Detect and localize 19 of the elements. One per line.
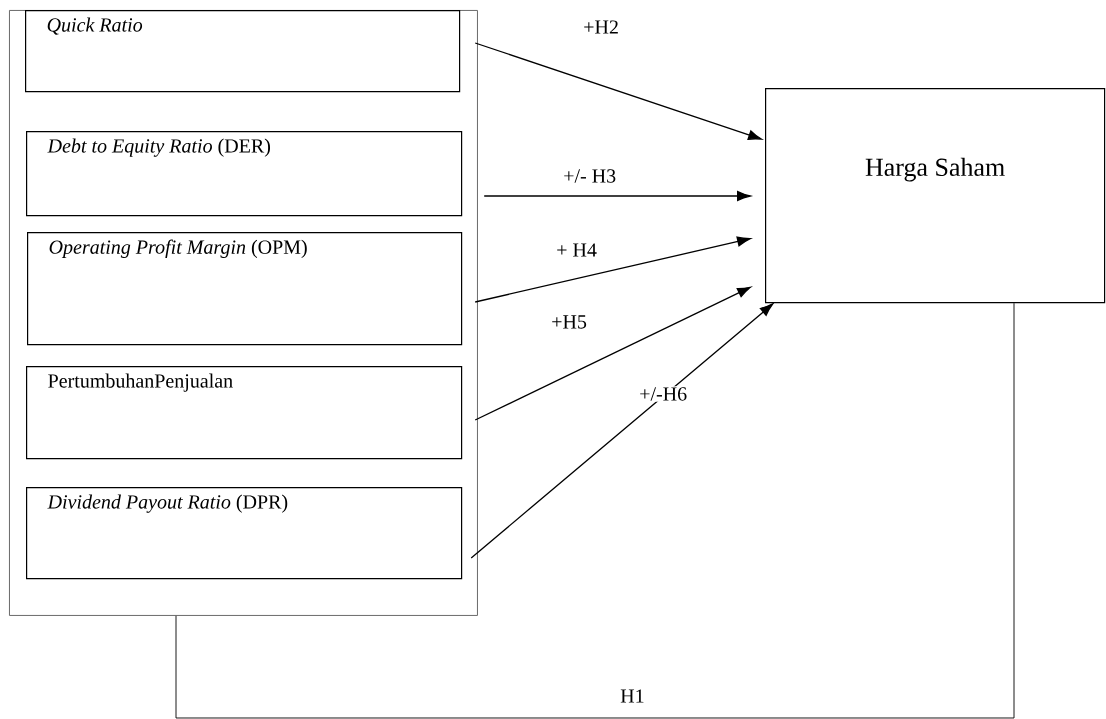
variable-box: PertumbuhanPenjualan xyxy=(26,366,463,460)
arrow xyxy=(474,236,751,303)
arrow xyxy=(474,42,762,140)
arrow xyxy=(474,286,752,421)
variable-box: Dividend Payout Ratio (DPR) xyxy=(26,487,463,580)
group-frame xyxy=(9,10,478,616)
arrow xyxy=(470,303,774,559)
arrow xyxy=(483,190,751,202)
connector-line xyxy=(175,302,1015,719)
edge-label: +H5 xyxy=(550,314,588,330)
edge-label: H1 xyxy=(619,688,646,704)
edge-label: +/-H6 xyxy=(638,386,689,402)
edge-label: +/- H3 xyxy=(562,168,618,184)
variable-box: Debt to Equity Ratio (DER) xyxy=(26,131,463,217)
edge-label: + H4 xyxy=(555,242,598,258)
result-box: Harga Saham xyxy=(765,88,1106,304)
edge-label: +H2 xyxy=(582,19,620,35)
variable-box: Quick Ratio xyxy=(25,10,461,93)
variable-box: Operating Profit Margin (OPM) xyxy=(27,232,463,346)
